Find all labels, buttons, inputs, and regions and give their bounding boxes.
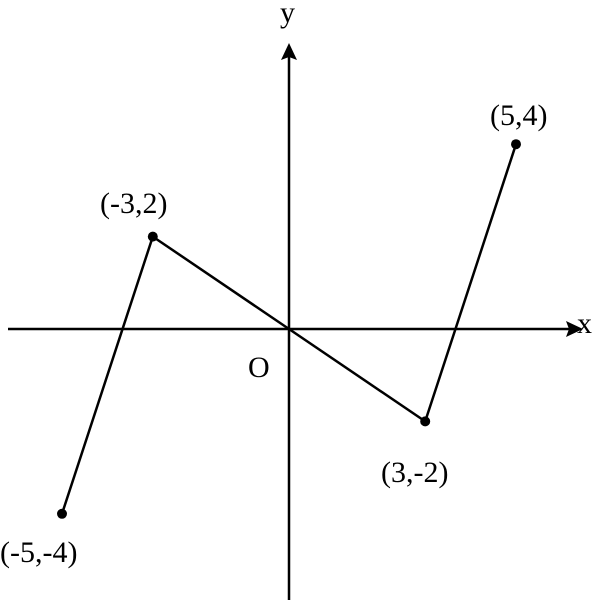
graph-segment xyxy=(424,143,518,422)
point-label-5-4: (5,4) xyxy=(490,99,547,132)
graph-segment xyxy=(60,236,154,515)
y-axis-arrow xyxy=(281,43,297,60)
graph-points xyxy=(57,139,521,519)
y-axis-label: y xyxy=(280,0,295,29)
x-axis-label: x xyxy=(577,307,592,340)
point-label-neg3-2: (-3,2) xyxy=(100,187,167,220)
x-axis-arrow xyxy=(566,321,583,337)
point-label-3-neg2: (3,-2) xyxy=(381,456,448,489)
graph-segments xyxy=(60,143,518,515)
graph-point xyxy=(511,139,521,150)
graph-point xyxy=(420,416,431,427)
graph-point xyxy=(57,508,67,519)
graph-point xyxy=(147,231,158,242)
origin-label: O xyxy=(248,351,270,384)
point-label-neg5-neg4: (-5,-4) xyxy=(0,536,77,569)
graph-segment xyxy=(152,235,290,331)
graph-segment xyxy=(288,327,426,423)
